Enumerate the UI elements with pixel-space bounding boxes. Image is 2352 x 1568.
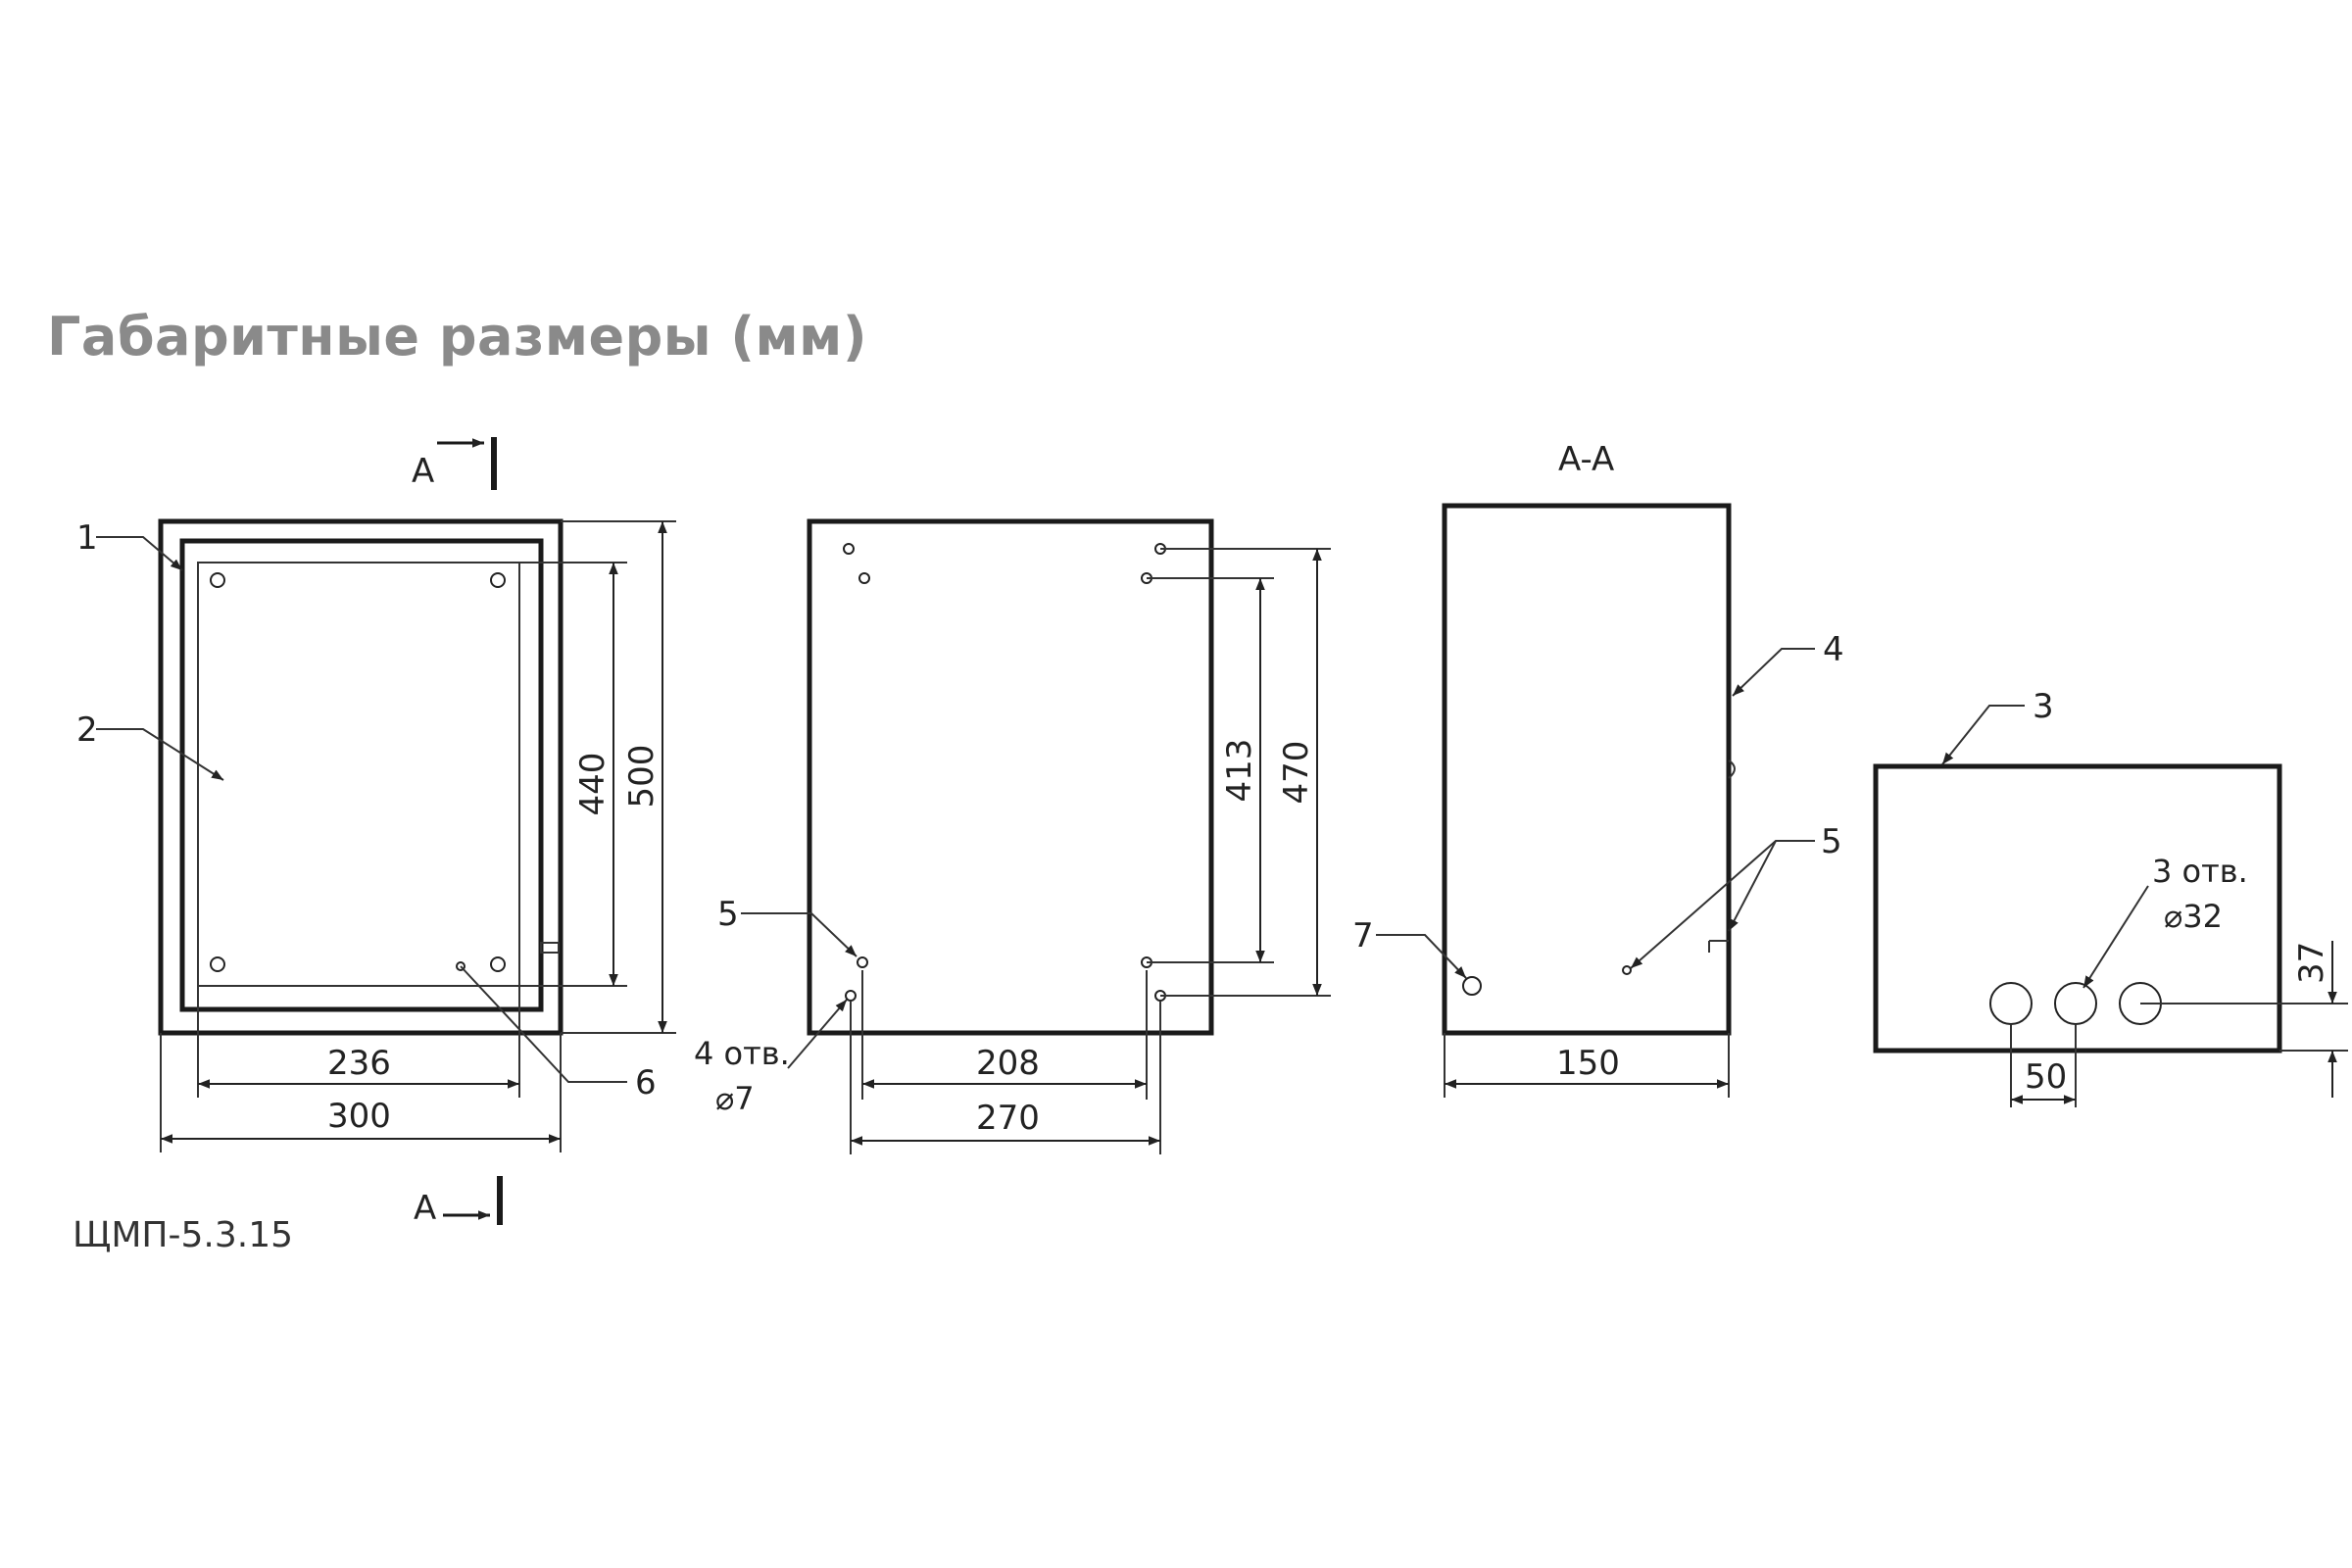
bottom-dim-spacing: 50 <box>2025 1057 2067 1097</box>
front-hole-tr <box>490 572 506 588</box>
front-hole-br <box>490 956 506 972</box>
side-cable-entry <box>1462 976 1482 996</box>
front-hinge <box>540 942 560 954</box>
front-view: A A 1 2 6 236 300 440 500 ЩМП-5.3.15 <box>73 437 676 1255</box>
front-dim-outer-width: 300 <box>327 1097 391 1136</box>
bottom-gland-2 <box>2054 982 2097 1025</box>
bottom-callout-3: 3 <box>2033 687 2054 726</box>
front-hole-bl <box>210 956 225 972</box>
back-dim-outer-width: 270 <box>976 1099 1040 1138</box>
bottom-holes-note-line2: ⌀32 <box>2164 898 2223 935</box>
page-title: Габаритные размеры (мм) <box>47 306 868 368</box>
back-holes-note-line1: 4 отв. <box>694 1035 790 1072</box>
bottom-gland-1 <box>1989 982 2033 1025</box>
back-dim-outer-height: 470 <box>1277 741 1316 805</box>
bottom-holes-note-line1: 3 отв. <box>2152 853 2248 890</box>
back-body <box>807 518 1214 1036</box>
back-view: 5 4 отв. ⌀7 208 270 413 470 <box>694 518 1331 1154</box>
side-callout-4: 4 <box>1823 630 1844 669</box>
side-section-view: A-A 4 5 7 150 <box>1352 440 1844 1098</box>
bottom-dim-offset: 37 <box>2292 942 2331 984</box>
side-hole <box>1622 965 1632 975</box>
section-title: A-A <box>1558 440 1614 479</box>
back-hole-5 <box>857 956 868 968</box>
front-callout-1: 1 <box>76 518 98 558</box>
back-hole-2 <box>858 572 870 584</box>
side-body <box>1442 503 1732 1036</box>
bottom-body <box>1873 763 2282 1054</box>
front-callout-6: 6 <box>635 1063 657 1102</box>
side-callout-7: 7 <box>1352 916 1374 956</box>
front-callout-2: 2 <box>76 710 98 750</box>
section-marker-top: A <box>412 452 434 491</box>
back-holes-note-line2: ⌀7 <box>715 1080 755 1117</box>
front-dim-inner-width: 236 <box>327 1044 391 1083</box>
side-callout-5: 5 <box>1821 822 1842 861</box>
front-dim-inner-height: 440 <box>573 753 612 816</box>
side-door-handle <box>1728 760 1736 779</box>
back-hole-1 <box>843 543 855 555</box>
bottom-view: 3 3 отв. ⌀32 50 37 <box>1873 687 2348 1107</box>
front-outer-frame <box>158 518 564 1036</box>
model-label: ЩМП-5.3.15 <box>73 1215 293 1255</box>
back-hole-6 <box>845 990 857 1002</box>
section-marker-bottom: A <box>414 1189 436 1228</box>
side-dim-depth: 150 <box>1556 1044 1620 1083</box>
back-dim-inner-height: 413 <box>1220 739 1259 803</box>
front-dim-outer-height: 500 <box>622 745 662 808</box>
front-door-frame <box>179 538 544 1012</box>
front-hole-tl <box>210 572 225 588</box>
back-callout-5: 5 <box>717 895 739 934</box>
front-mounting-plate <box>197 562 520 987</box>
back-dim-inner-width: 208 <box>976 1044 1040 1083</box>
